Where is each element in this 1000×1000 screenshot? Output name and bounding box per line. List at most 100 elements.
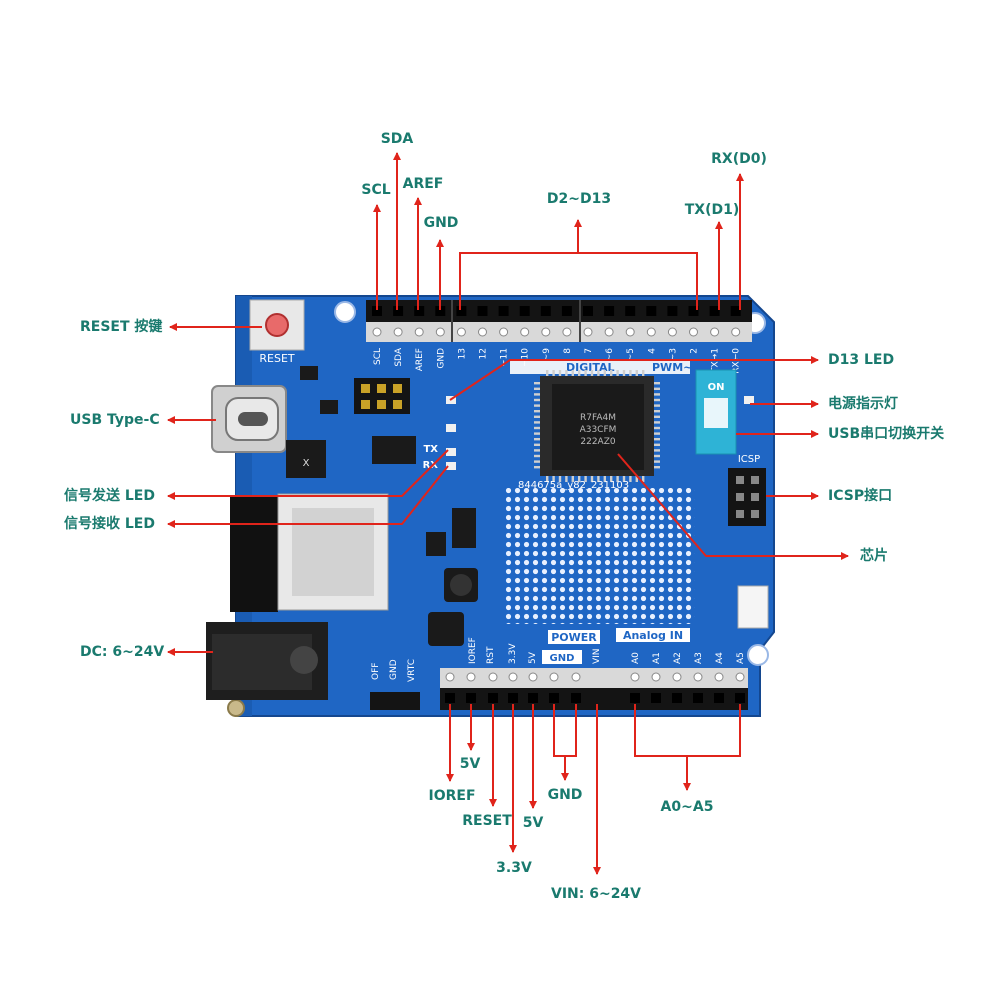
- bottom-pin-label: A0: [631, 652, 641, 664]
- pin-pad: [625, 327, 635, 337]
- pin-pad: [604, 327, 614, 337]
- bottom-pin-label: A1: [652, 652, 662, 664]
- pin-pad: [562, 327, 572, 337]
- label-rx-d0: RX(D0): [711, 151, 767, 167]
- header-pin: [414, 306, 425, 316]
- label-reset-pin: RESET: [462, 813, 512, 829]
- top-pin-label: ~9: [542, 348, 552, 362]
- pin-pad: [393, 327, 403, 337]
- small-header: [354, 378, 410, 414]
- top-pin-header: [366, 300, 752, 342]
- rtc-jumper: [370, 692, 420, 710]
- icsp-silk: ICSP: [738, 454, 760, 465]
- pin-pad: [435, 327, 445, 337]
- header-pin: [667, 306, 678, 316]
- top-pin-label: 2: [690, 348, 700, 354]
- top-pin-label: 7: [584, 348, 594, 354]
- bottom-pin-label: A5: [736, 652, 746, 664]
- svg-text:222AZ0: 222AZ0: [580, 437, 616, 447]
- bottom-pin-label: RST: [486, 646, 496, 664]
- svg-text:OFF: OFF: [371, 663, 381, 680]
- label-gnd-bottom: GND: [547, 787, 583, 803]
- pin-pad: [583, 327, 593, 337]
- label-tx-led: 信号发送 LED: [64, 488, 155, 504]
- mounting-hole: [227, 699, 245, 717]
- label-tx-d1: TX(D1): [684, 202, 740, 218]
- header-pin: [583, 306, 593, 316]
- pin-pad: [478, 327, 487, 337]
- power-led: [744, 396, 754, 404]
- pin-pad: [466, 672, 476, 682]
- pin-pad: [646, 327, 656, 337]
- label-sda: SDA: [380, 131, 414, 147]
- header-pin: [630, 693, 640, 703]
- pin-pad: [499, 327, 509, 337]
- top-pin-label: SCL: [373, 348, 383, 365]
- top-pin-label: ~10: [521, 348, 531, 367]
- header-pin: [477, 306, 488, 316]
- label-power-led: 电源指示灯: [828, 396, 898, 412]
- pin-pad: [520, 327, 530, 337]
- pin-pad: [710, 327, 720, 337]
- top-pin-label: ~5: [626, 348, 636, 361]
- power-silk: POWER: [551, 631, 597, 644]
- label-usb-typec: USB Type-C: [70, 412, 160, 428]
- pin-pad: [651, 672, 661, 682]
- pin-pad: [456, 327, 466, 337]
- prototype-grid: [505, 488, 695, 624]
- reset-silk: RESET: [259, 352, 295, 365]
- pin-pad: [571, 672, 581, 682]
- header-pin: [488, 693, 498, 703]
- header-pin: [561, 306, 572, 316]
- header-pin: [466, 693, 476, 703]
- top-pin-label: 13: [457, 348, 467, 359]
- label-dc-input: DC: 6~24V: [80, 644, 165, 660]
- pin-pad: [672, 672, 682, 682]
- usb-switch: ON: [695, 369, 737, 455]
- header-pin: [688, 306, 699, 316]
- pin-pad: [414, 327, 424, 337]
- svg-text:GND: GND: [389, 659, 399, 680]
- label-scl: SCL: [361, 182, 391, 198]
- top-pin-label: 12: [479, 348, 489, 359]
- top-pin-label: 4: [647, 348, 657, 354]
- bottom-pin-label: IOREF: [468, 637, 478, 664]
- top-pin-label: 8: [563, 348, 573, 354]
- header-pin: [508, 693, 518, 703]
- jst-connector: [737, 585, 769, 629]
- wifi-module: [230, 493, 389, 612]
- pin-pad: [735, 672, 745, 682]
- label-d13-led: D13 LED: [828, 352, 895, 368]
- label-usb-switch: USB串口切换开关: [828, 426, 945, 442]
- bottom-pin-label: 3.3V: [508, 643, 518, 664]
- pin-pad: [693, 672, 703, 682]
- label-vin: VIN: 6~24V: [550, 886, 642, 902]
- header-pin: [693, 693, 703, 703]
- header-pin: [735, 693, 745, 703]
- top-pin-label: GND: [436, 348, 446, 369]
- tx-silk: TX: [423, 444, 438, 455]
- label-a0-a5: A0~A5: [660, 799, 714, 815]
- reset-button: RESET: [249, 299, 305, 365]
- bottom-pin-header: [440, 668, 748, 710]
- header-pin: [445, 693, 455, 703]
- header-pin: [571, 693, 581, 703]
- mounting-hole: [747, 644, 769, 666]
- annotation-arrows: [167, 152, 849, 875]
- top-pin-label: AREF: [415, 348, 425, 371]
- pin-pad: [549, 672, 559, 682]
- usb-typec-connector: [211, 385, 287, 453]
- header-pin: [528, 693, 538, 703]
- svg-text:VRTC: VRTC: [407, 659, 417, 682]
- pin-pad: [445, 672, 455, 682]
- pin-pad: [731, 327, 741, 337]
- pin-pad: [488, 672, 498, 682]
- header-pin: [435, 306, 446, 316]
- pin-pad: [630, 672, 640, 682]
- bottom-pin-label: VIN: [592, 648, 602, 664]
- svg-text:R7FA4M: R7FA4M: [580, 413, 616, 423]
- label-d2-d13: D2~D13: [546, 191, 612, 207]
- mounting-hole: [334, 301, 356, 323]
